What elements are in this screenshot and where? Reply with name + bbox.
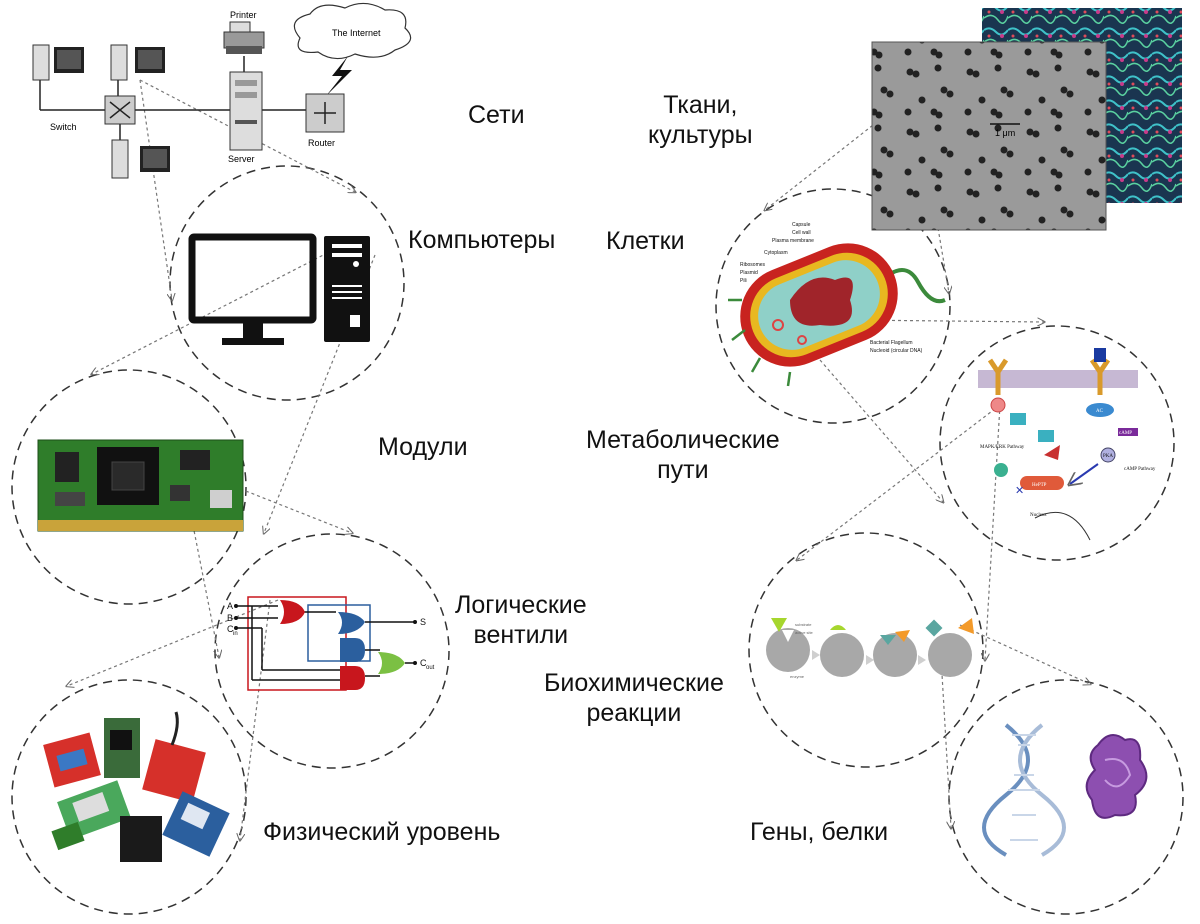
logic-gate-ring bbox=[214, 533, 450, 769]
pathway-ring bbox=[939, 325, 1175, 561]
level-label-physical: Физический уровень bbox=[263, 818, 501, 846]
cell-label-cell-wall: Cell wall bbox=[792, 230, 811, 236]
gate-output-s: S bbox=[420, 617, 426, 627]
reaction-label-active-site: active site bbox=[795, 630, 814, 635]
pathway-label-nucleus: Nucleus bbox=[1030, 513, 1046, 518]
router-icon bbox=[305, 93, 345, 133]
pathway-label-pka: PKA bbox=[1103, 454, 1113, 459]
cell-ring bbox=[715, 188, 951, 424]
switch-label: Switch bbox=[50, 122, 77, 132]
cell-label-membrane: Plasma membrane bbox=[772, 238, 814, 244]
logic-gate-circuit bbox=[234, 596, 417, 691]
printer-icon bbox=[223, 21, 265, 54]
level-label-networks: Сети bbox=[468, 101, 525, 129]
or-gate-icon bbox=[378, 652, 405, 674]
level-label-modules: Модули bbox=[378, 433, 468, 461]
cell-label-nucleoid: Nucleoid (circular DNA) bbox=[870, 348, 923, 354]
pathway-label-camp-pathway: cAMP Pathway bbox=[1124, 467, 1156, 472]
gate-input-a: A bbox=[227, 601, 233, 611]
printer-label: Printer bbox=[230, 10, 257, 20]
cell-label-capsule: Capsule bbox=[792, 222, 811, 228]
xor-gate-1-icon bbox=[280, 600, 305, 624]
protein-icon bbox=[1085, 734, 1148, 819]
and-gate-1-icon bbox=[340, 638, 365, 662]
level-label-tissues: Ткани, культуры bbox=[648, 91, 753, 149]
reaction-label-substrate: substrate bbox=[795, 622, 812, 627]
cell-label-cytoplasm: Cytoplasm bbox=[764, 250, 788, 256]
gene-protein-ring bbox=[948, 679, 1184, 915]
and-gate-2-icon bbox=[340, 666, 365, 690]
dna-helix-icon bbox=[982, 723, 1066, 857]
pathway-label-ac: AC bbox=[1096, 409, 1104, 414]
gate-output-cout: C bbox=[420, 658, 427, 668]
computer-icon bbox=[188, 233, 370, 345]
pcb-module-image bbox=[37, 439, 244, 532]
internet-label: The Internet bbox=[332, 28, 381, 38]
level-label-computers: Компьютеры bbox=[408, 226, 556, 254]
level-label-metabolic: Метаболические пути bbox=[586, 426, 780, 484]
bacterial-cell-image bbox=[728, 243, 946, 387]
pathway-label-camp: cAMP bbox=[1119, 431, 1132, 436]
level-label-biochemical: Биохимические реакции bbox=[544, 669, 724, 727]
network-pc-3 bbox=[111, 139, 170, 179]
gate-input-cin-sub: in bbox=[233, 631, 238, 637]
server-label: Server bbox=[228, 154, 255, 164]
reaction-ring bbox=[748, 532, 984, 768]
level-label-cells: Клетки bbox=[606, 227, 685, 255]
cell-label-ribosomes: Ribosomes bbox=[740, 262, 766, 268]
internet-cloud-icon bbox=[293, 2, 412, 60]
enzyme-reaction-image bbox=[766, 618, 974, 677]
tissue-micrograph-image: 1 μm bbox=[871, 8, 1182, 231]
reaction-label-enzyme: enzyme bbox=[790, 674, 805, 679]
network-pc-1 bbox=[32, 44, 84, 81]
pathway-label-heptp: HePTP bbox=[1032, 483, 1047, 488]
network-pc-2 bbox=[110, 44, 165, 81]
cell-label-pili: Pili bbox=[740, 278, 747, 284]
gate-output-cout-sub: out bbox=[426, 665, 435, 671]
gate-input-cin: C bbox=[227, 624, 234, 634]
svg-text:✕: ✕ bbox=[1015, 485, 1024, 497]
lightning-icon bbox=[326, 56, 352, 96]
module-ring bbox=[11, 369, 247, 605]
physical-ring bbox=[11, 679, 247, 915]
pathway-label-mapk: MAPK/ERK Pathway bbox=[980, 445, 1025, 450]
micrograph-scale: 1 μm bbox=[995, 128, 1015, 138]
router-label: Router bbox=[308, 138, 335, 148]
cell-label-flagellum: Bacterial Flagellum bbox=[870, 340, 913, 346]
switch-icon bbox=[104, 95, 136, 125]
cell-part-labels: Capsule Cell wall Plasma membrane Cytopl… bbox=[740, 222, 923, 354]
level-label-genes: Гены, белки bbox=[750, 818, 889, 846]
gate-input-b: B bbox=[227, 613, 233, 623]
metabolic-pathway-image: ✕ bbox=[978, 348, 1138, 541]
physical-boards-image bbox=[43, 711, 230, 862]
cell-label-plasmid: Plasmid bbox=[740, 270, 758, 276]
server-icon bbox=[229, 71, 263, 151]
level-label-logic-gates: Логические вентили bbox=[455, 591, 587, 649]
network-diagram: Switch Printer Server The Internet Route… bbox=[32, 2, 412, 179]
xor-gate-2-icon bbox=[338, 612, 365, 634]
